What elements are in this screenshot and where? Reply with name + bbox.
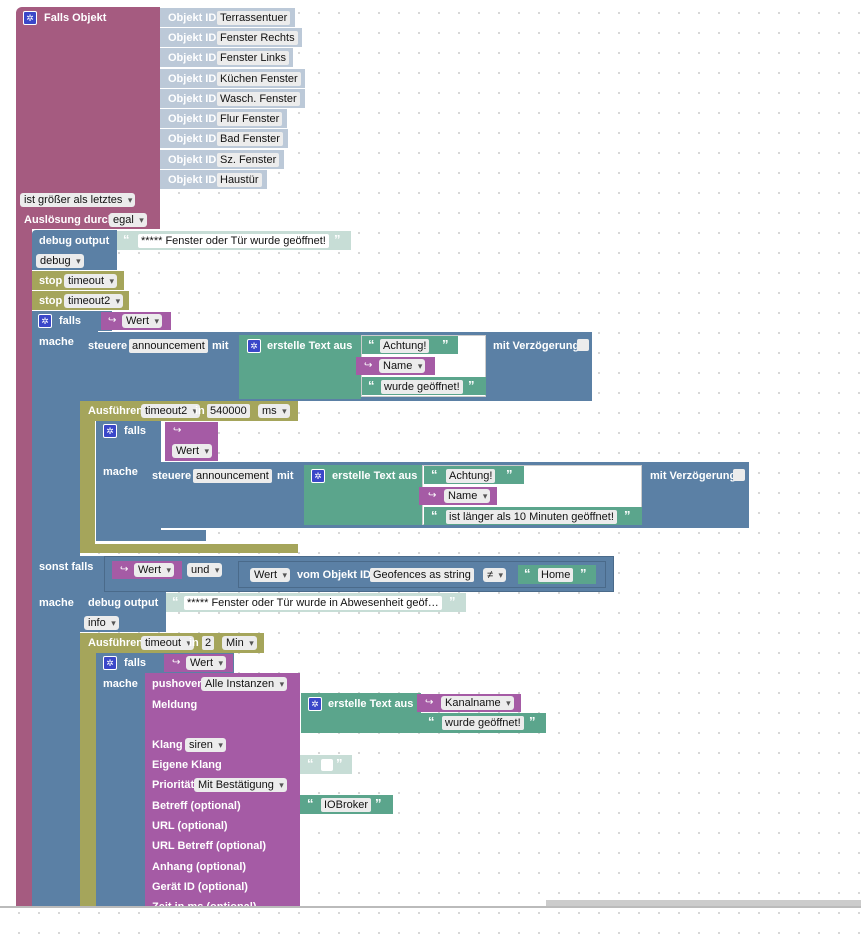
object-id-value[interactable]: Flur Fenster bbox=[217, 112, 283, 126]
quote-open-icon: “ bbox=[368, 337, 375, 352]
variable-dropdown[interactable]: Wert bbox=[186, 656, 227, 670]
variable-icon: ↪ bbox=[425, 697, 434, 708]
object-id-value[interactable]: Sz. Fenster bbox=[217, 153, 280, 167]
gear-icon[interactable]: ✲ bbox=[23, 11, 37, 25]
instance-dropdown[interactable]: Alle Instanzen bbox=[201, 677, 288, 691]
quote-open-icon: “ bbox=[307, 796, 314, 811]
blockly-workspace[interactable]: ✲ Falls Objekt Objekt ID Terrassentuer O… bbox=[0, 0, 861, 908]
gear-icon[interactable]: ✲ bbox=[308, 697, 322, 711]
gear-icon[interactable]: ✲ bbox=[247, 339, 261, 353]
quote-close-icon: ” bbox=[468, 378, 475, 393]
object-id-value[interactable]: Haustür bbox=[217, 173, 262, 187]
variable-icon: ↪ bbox=[172, 657, 181, 668]
variable-dropdown[interactable]: Name bbox=[444, 489, 491, 503]
object-id-value[interactable]: Fenster Rechts bbox=[217, 31, 298, 45]
gear-icon[interactable]: ✲ bbox=[103, 424, 117, 438]
and-dropdown[interactable]: und bbox=[187, 563, 223, 577]
elseif-row[interactable] bbox=[32, 556, 113, 596]
quote-close-icon: ” bbox=[580, 566, 587, 581]
control-target[interactable]: announcement bbox=[193, 469, 272, 483]
gear-icon[interactable]: ✲ bbox=[38, 314, 52, 328]
quote-close-icon: ” bbox=[336, 756, 343, 771]
variable-icon: ↪ bbox=[120, 564, 129, 575]
quote-open-icon: “ bbox=[431, 508, 438, 523]
variable-icon: ↪ bbox=[428, 490, 437, 501]
gear-icon[interactable]: ✲ bbox=[103, 656, 117, 670]
workspace-bottom-border bbox=[0, 906, 861, 908]
object-id-value[interactable]: Terrassentuer bbox=[217, 11, 291, 25]
sound-dropdown[interactable]: siren bbox=[185, 738, 226, 752]
variable-dropdown[interactable]: Wert bbox=[134, 563, 175, 577]
quote-close-icon: ” bbox=[529, 714, 536, 729]
object-id-value[interactable]: Fenster Links bbox=[217, 51, 290, 65]
quote-open-icon: “ bbox=[428, 714, 435, 729]
timeout-name-dropdown[interactable]: timeout bbox=[141, 636, 195, 650]
field-dropdown[interactable]: Wert bbox=[250, 568, 291, 582]
quote-open-icon: “ bbox=[123, 232, 130, 247]
quote-close-icon: ” bbox=[449, 594, 456, 609]
variable-icon: ↪ bbox=[364, 360, 373, 371]
variable-dropdown[interactable]: Wert bbox=[172, 444, 213, 458]
delay-checkbox[interactable] bbox=[733, 469, 745, 481]
horizontal-scrollbar[interactable] bbox=[546, 900, 861, 907]
trigger-label: Auslösung durch bbox=[24, 214, 115, 226]
trigger-title: Falls Objekt bbox=[44, 12, 107, 24]
debug-level-dropdown[interactable]: debug bbox=[36, 254, 84, 268]
quote-open-icon: “ bbox=[307, 756, 314, 771]
variable-dropdown[interactable]: Name bbox=[379, 359, 426, 373]
quote-close-icon: ” bbox=[624, 508, 631, 523]
debug-level-dropdown[interactable]: info bbox=[84, 616, 119, 630]
object-id-value[interactable]: Wasch. Fenster bbox=[217, 92, 300, 106]
stop-timeout-dropdown[interactable]: timeout bbox=[64, 274, 118, 288]
gear-icon[interactable]: ✲ bbox=[311, 469, 325, 483]
object-id-value[interactable]: Küchen Fenster bbox=[217, 72, 301, 86]
quote-close-icon: ” bbox=[375, 796, 382, 811]
priority-dropdown[interactable]: Mit Bestätigung bbox=[194, 778, 287, 792]
object-id-value[interactable]: Bad Fenster bbox=[217, 132, 283, 146]
variable-dropdown[interactable]: Wert bbox=[122, 314, 163, 328]
quote-open-icon: “ bbox=[431, 467, 438, 482]
control-target[interactable]: announcement bbox=[129, 339, 208, 353]
quote-open-icon: “ bbox=[368, 378, 375, 393]
quote-close-icon: ” bbox=[334, 232, 341, 247]
variable-dropdown[interactable]: Kanalname bbox=[441, 696, 514, 710]
timeout-unit-dropdown[interactable]: Min bbox=[222, 636, 257, 650]
operator-dropdown[interactable]: ≠ bbox=[483, 568, 507, 582]
quote-close-icon: ” bbox=[506, 467, 513, 482]
variable-icon: ↪ bbox=[108, 315, 117, 326]
variable-icon: ↪ bbox=[173, 425, 182, 436]
timeout-value[interactable]: 540000 bbox=[207, 404, 250, 418]
debug-text[interactable]: ***** Fenster oder Tür wurde geöffnet! bbox=[138, 234, 329, 248]
empty-text-field[interactable] bbox=[321, 759, 333, 771]
trigger-dropdown[interactable]: egal bbox=[109, 213, 147, 227]
delay-checkbox[interactable] bbox=[577, 339, 589, 351]
quote-open-icon: “ bbox=[524, 566, 531, 581]
timeout-value[interactable]: 2 bbox=[202, 636, 215, 650]
quote-close-icon: ” bbox=[442, 337, 449, 352]
timeout-unit-dropdown[interactable]: ms bbox=[258, 404, 290, 418]
condition-dropdown[interactable]: ist größer als letztes bbox=[20, 193, 136, 207]
timeout-name-dropdown[interactable]: timeout2 bbox=[141, 404, 201, 418]
trigger-block[interactable] bbox=[16, 7, 160, 229]
debug-text[interactable]: ***** Fenster oder Tür wurde in Abwesenh… bbox=[184, 596, 442, 610]
stop-timeout2-dropdown[interactable]: timeout2 bbox=[64, 294, 124, 308]
object-id-value[interactable]: Geofences as string bbox=[370, 568, 474, 582]
quote-open-icon: “ bbox=[172, 594, 179, 609]
